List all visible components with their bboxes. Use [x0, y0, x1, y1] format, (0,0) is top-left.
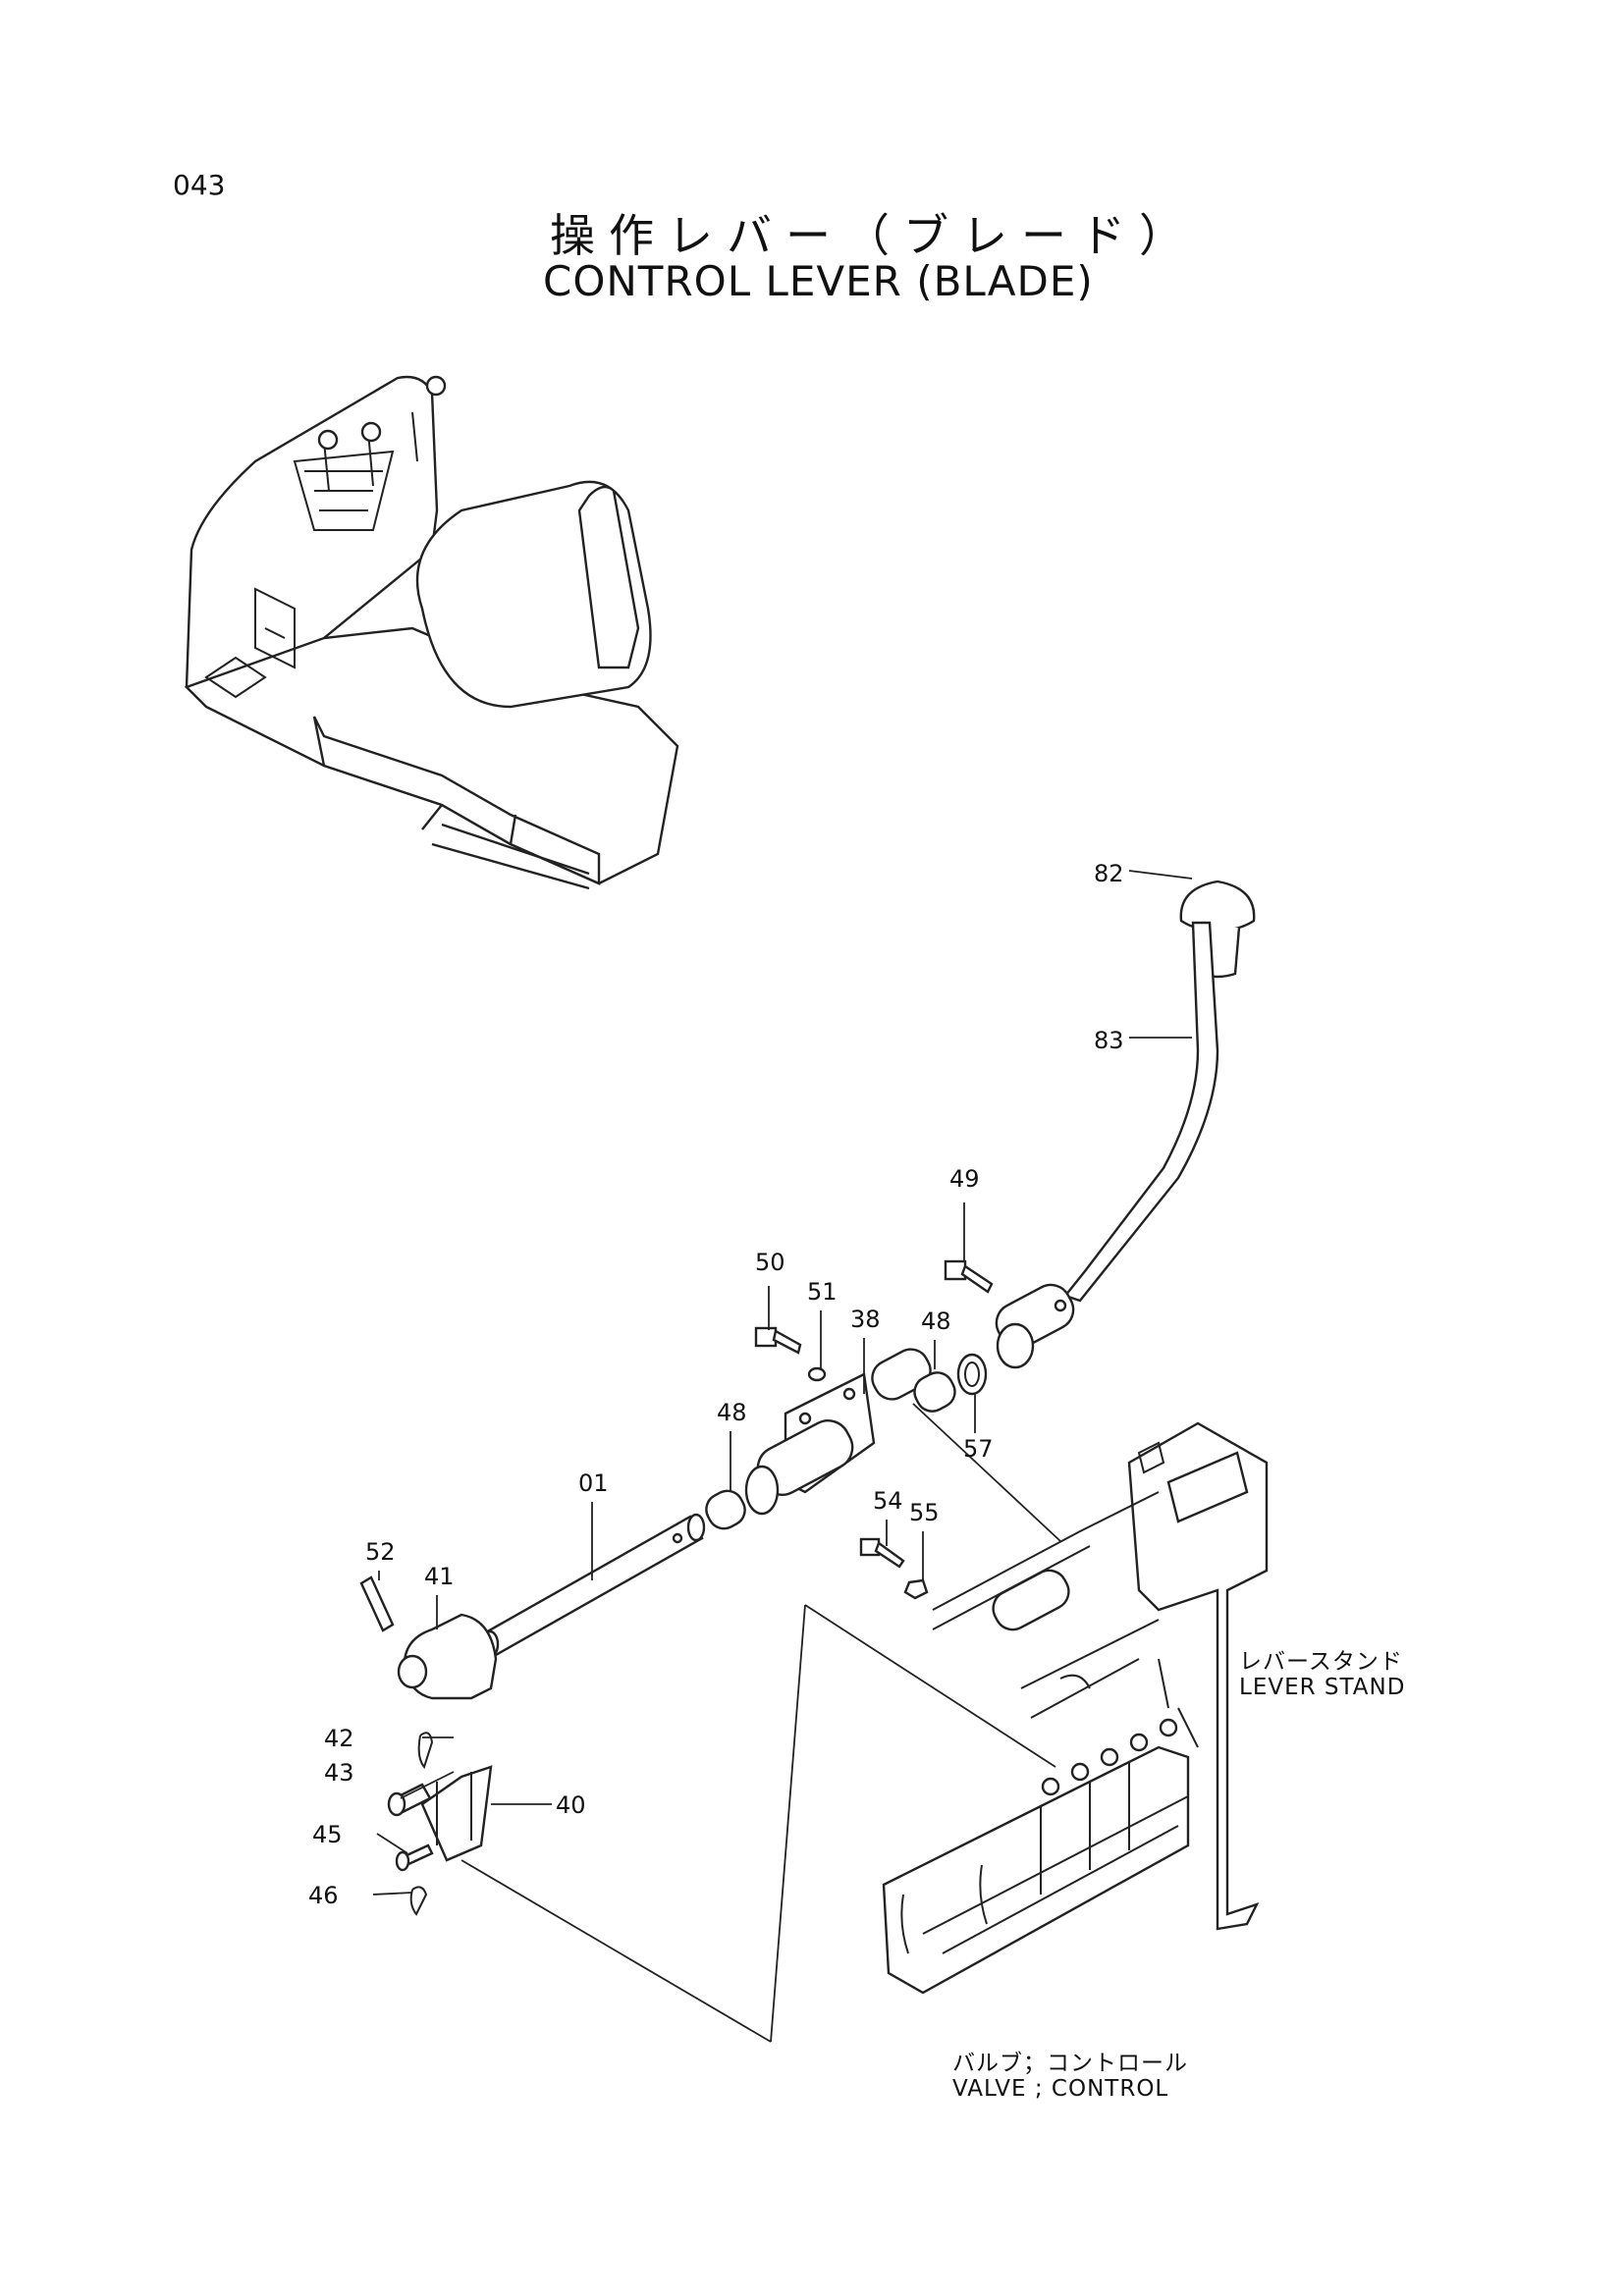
shaft-part: [480, 1513, 706, 1659]
page-number: 043: [173, 169, 226, 201]
title-english: CONTROL LEVER (BLADE): [543, 257, 1094, 305]
valve-control-label-en: VALVE ; CONTROL: [952, 2076, 1169, 2102]
callout-82: 82: [1094, 860, 1124, 887]
lever-stand-label-en: LEVER STAND: [1239, 1675, 1406, 1700]
bracket-parts: [705, 1348, 988, 1530]
callout-48-upper: 48: [921, 1308, 951, 1335]
callout-54: 54: [873, 1487, 903, 1515]
seat-overview-illustration: [184, 375, 679, 890]
connecting-lines: [460, 1403, 1061, 2043]
leader-lines: [372, 870, 1193, 1896]
title-japanese: 操作レバー（ブレード）: [550, 209, 1198, 262]
callout-42: 42: [324, 1725, 354, 1752]
callout-57: 57: [963, 1435, 994, 1463]
callout-50: 50: [755, 1249, 785, 1276]
callout-43: 43: [324, 1759, 354, 1787]
lever-stand-label-jp: レバースタンド: [1239, 1649, 1403, 1675]
callout-83: 83: [1094, 1027, 1124, 1054]
callout-46: 46: [308, 1882, 339, 1909]
valve-control-label-jp: バルブ；コントロール: [952, 2051, 1188, 2076]
bolts: [754, 1259, 994, 1600]
control-valve-illustration: [882, 1718, 1190, 1995]
callout-51: 51: [807, 1278, 838, 1306]
callout-52: 52: [365, 1538, 396, 1566]
callout-49: 49: [949, 1165, 980, 1193]
callout-01: 01: [578, 1469, 609, 1497]
callout-48-lower: 48: [717, 1399, 747, 1426]
lever-stand-illustration: [932, 1421, 1269, 1931]
linkage-parts: [359, 1575, 498, 1916]
callout-38: 38: [850, 1306, 881, 1333]
callout-55: 55: [909, 1499, 940, 1526]
callout-45: 45: [312, 1821, 343, 1848]
callout-40: 40: [556, 1791, 586, 1819]
callout-41: 41: [424, 1563, 455, 1590]
lever-assembly: [995, 880, 1256, 1369]
